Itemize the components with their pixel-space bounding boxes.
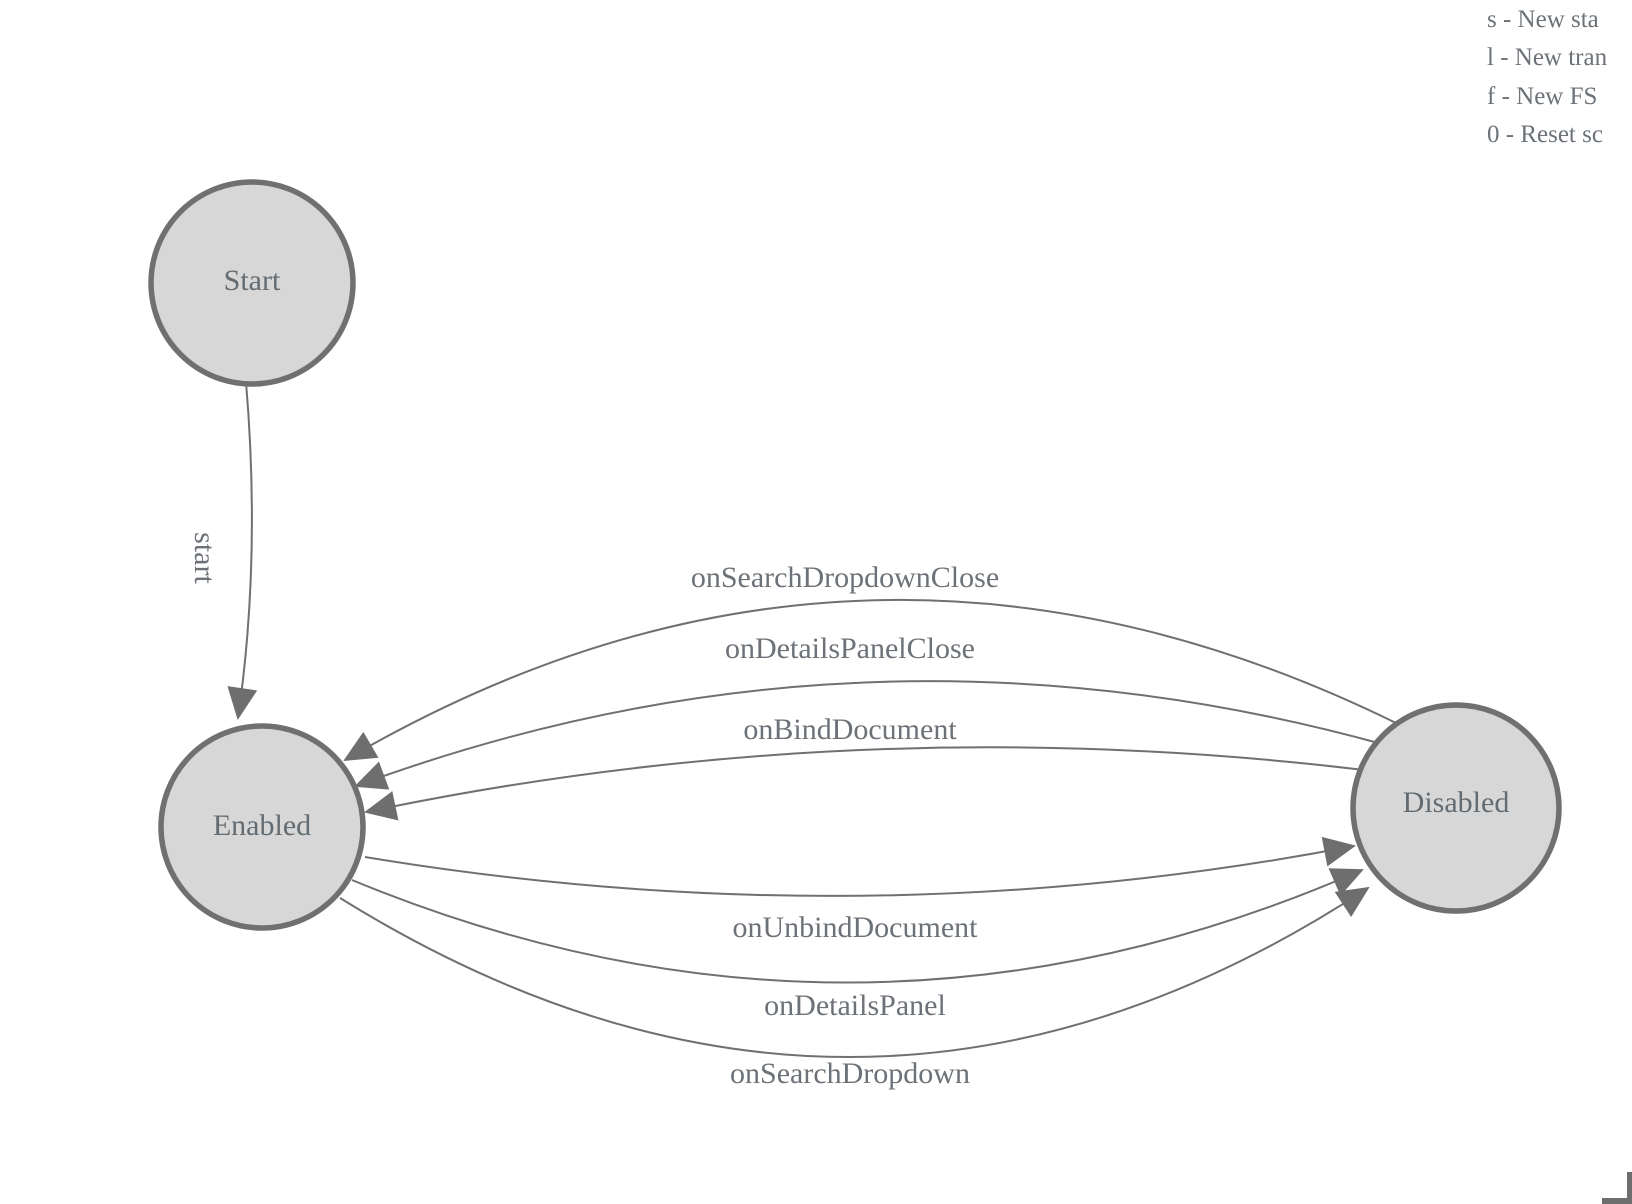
edge-onDetailsPanel-path[interactable] [351, 868, 1364, 984]
edge-onSearchDropdownClose: onSearchDropdownClose [343, 561, 1399, 762]
state-node-start-label: Start [224, 264, 281, 297]
edge-onBindDocument: onBindDocument [364, 713, 1365, 821]
edge-onSearchDropdownClose-label: onSearchDropdownClose [691, 561, 999, 594]
state-node-enabled-label: Enabled [213, 809, 311, 842]
edge-onDetailsPanel-label: onDetailsPanel [764, 989, 946, 1022]
edge-onUnbindDocument: onUnbindDocument [364, 836, 1356, 944]
edge-onSearchDropdown-path[interactable] [339, 886, 1370, 1058]
legend-line-new-fsm: f - New FS [1487, 83, 1597, 110]
canvas-corner-handle [1602, 1172, 1632, 1204]
state-node-start: Start [148, 179, 356, 387]
legend-line-new-state: s - New sta [1487, 6, 1599, 33]
state-node-disabled: Disabled [1350, 702, 1562, 914]
shortcut-legend: s - New sta l - New tran f - New FS 0 - … [1487, 6, 1608, 148]
edge-onDetailsPanel: onDetailsPanel [351, 868, 1364, 1022]
edge-onUnbindDocument-label: onUnbindDocument [733, 911, 979, 944]
edge-start-path[interactable] [227, 381, 258, 720]
edge-onDetailsPanelClose-label: onDetailsPanelClose [725, 632, 975, 665]
state-node-disabled-label: Disabled [1403, 786, 1510, 819]
edge-onDetailsPanelClose-path[interactable] [354, 680, 1383, 790]
state-node-enabled-circle[interactable] [158, 723, 366, 931]
legend-line-new-transition: l - New tran [1487, 44, 1608, 71]
edge-onSearchDropdownClose-path[interactable] [343, 598, 1399, 762]
state-node-disabled-circle[interactable] [1350, 702, 1562, 914]
legend-line-reset: 0 - Reset sc [1487, 121, 1603, 148]
edge-onBindDocument-label: onBindDocument [743, 713, 957, 746]
edge-onDetailsPanelClose: onDetailsPanelClose [354, 632, 1383, 790]
edge-start-label: start [188, 532, 221, 584]
state-node-start-circle[interactable] [148, 179, 356, 387]
state-node-enabled: Enabled [158, 723, 366, 931]
edge-onBindDocument-path[interactable] [364, 746, 1365, 821]
edge-onSearchDropdown: onSearchDropdown [339, 886, 1370, 1090]
edge-onUnbindDocument-path[interactable] [364, 836, 1356, 897]
edge-onSearchDropdown-label: onSearchDropdown [730, 1057, 970, 1090]
edge-start: start [188, 381, 258, 720]
